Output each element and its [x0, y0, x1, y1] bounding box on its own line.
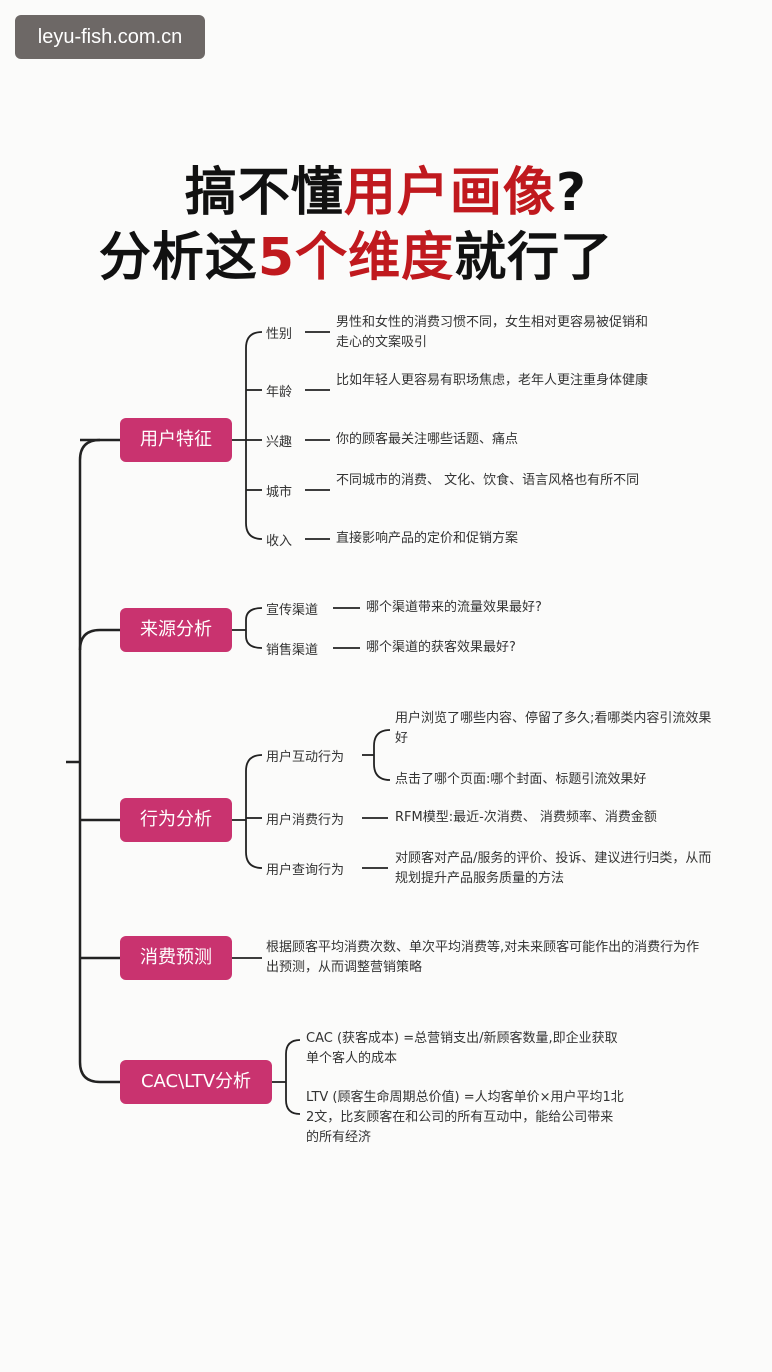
title-text: 就行了 — [454, 228, 614, 288]
label-age: 年龄 — [266, 385, 293, 400]
watermark-badge: leyu-fish.com.cn — [15, 15, 205, 59]
text-interaction-browse: 用户浏览了哪些内容、停留了多久;看哪类内容引流效果好 — [395, 711, 712, 746]
label-city: 城市 — [266, 485, 293, 500]
text-consumption-forecast: 根据顾客平均消费次数、单次平均消费等,对未来顾客可能作出的消费行为作出预测，从而… — [266, 940, 700, 975]
label-income: 收入 — [266, 534, 293, 549]
text-income: 直接影响产品的定价和促销方案 — [336, 531, 519, 546]
text-age: 比如年轻人更容易有职场焦虑，老年人更注重身体健康 — [336, 373, 649, 388]
title-highlight: 5个维度 — [257, 228, 455, 288]
branch-cac-ltv: CAC\LTV分析 — [120, 1060, 272, 1104]
branch-source-analysis: 来源分析 — [120, 608, 232, 652]
text-cac: CAC (获客成本) =总营销支出/新顾客数量,即企业获取单个客人的成本 — [306, 1031, 618, 1066]
title-highlight: 用户画像 — [343, 163, 556, 223]
label-consumption-behavior: 用户消费行为 — [266, 813, 345, 828]
label-interest: 兴趣 — [266, 435, 293, 450]
text-gender: 男性和女性的消费习惯不同，女生相对更容易被促销和走心的文案吸引 — [336, 315, 649, 350]
title-text: ? — [555, 163, 588, 223]
text-sales-channel: 哪个渠道的获客效果最好? — [366, 640, 516, 655]
text-consumption-behavior: RFM模型:最近-次消费、 消费频率、消费金额 — [395, 810, 657, 825]
text-interaction-click: 点击了哪个页面:哪个封面、标题引流效果好 — [395, 772, 647, 787]
text-promo-channel: 哪个渠道带来的流量效果最好? — [366, 600, 542, 615]
label-sales-channel: 销售渠道 — [266, 643, 319, 658]
main-title-line2: 分析这5个维度就行了 — [0, 215, 742, 290]
trunk-line — [78, 438, 120, 1084]
title-text: 分析这 — [98, 228, 258, 288]
title-text: 搞不懂 — [184, 163, 344, 223]
label-inquiry-behavior: 用户查询行为 — [266, 863, 345, 878]
label-interaction-behavior: 用户互动行为 — [266, 750, 345, 765]
trunk-branch-source — [78, 628, 120, 651]
text-ltv: LTV (顾客生命周期总价值) =人均客单价×用户平均1北2文，比亥顾客在和公司… — [306, 1090, 624, 1145]
branch-behavior-analysis: 行为分析 — [120, 798, 232, 842]
branch-consumption-forecast: 消费预测 — [120, 936, 232, 980]
main-title-line1: 搞不懂用户画像? — [0, 150, 772, 225]
text-interest: 你的顾客最关注哪些话题、痛点 — [336, 432, 519, 447]
text-inquiry-behavior: 对顾客对产品/服务的评价、投诉、建议进行归类，从而规划提升产品服务质量的方法 — [395, 851, 712, 886]
branch-user-features: 用户特征 — [120, 418, 232, 462]
text-city: 不同城市的消费、 文化、饮食、语言风格也有所不同 — [336, 473, 640, 488]
label-gender: 性别 — [266, 327, 293, 342]
label-promo-channel: 宣传渠道 — [266, 603, 319, 618]
